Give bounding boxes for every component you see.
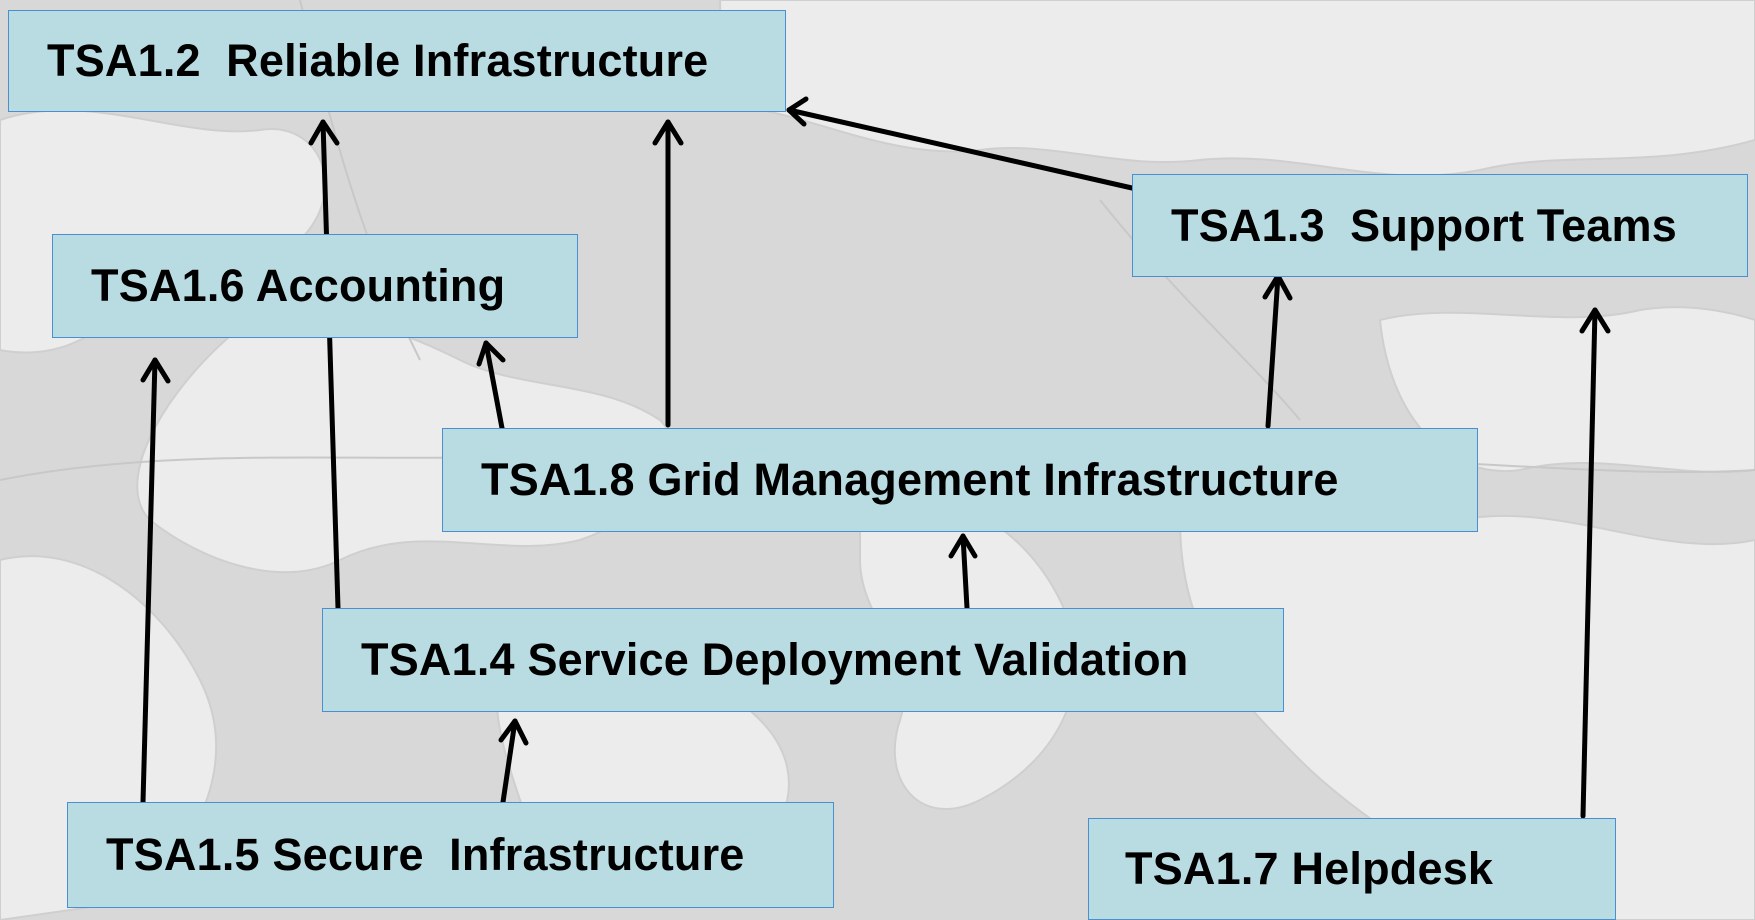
node-tsa15-label: TSA1.5 Secure Infrastructure bbox=[106, 829, 745, 880]
node-tsa16: TSA1.6 Accounting bbox=[52, 234, 578, 338]
node-tsa12: TSA1.2 Reliable Infrastructure bbox=[8, 10, 786, 112]
node-tsa16-label: TSA1.6 Accounting bbox=[91, 260, 506, 311]
node-tsa17: TSA1.7 Helpdesk bbox=[1088, 818, 1616, 920]
node-tsa15: TSA1.5 Secure Infrastructure bbox=[67, 802, 834, 908]
node-tsa13-label: TSA1.3 Support Teams bbox=[1171, 199, 1677, 251]
node-tsa18-label: TSA1.8 Grid Management Infrastructure bbox=[481, 454, 1339, 505]
node-tsa17-label: TSA1.7 Helpdesk bbox=[1125, 843, 1494, 894]
node-tsa14: TSA1.4 Service Deployment Validation bbox=[322, 608, 1284, 712]
node-tsa14-label: TSA1.4 Service Deployment Validation bbox=[361, 634, 1189, 685]
node-tsa13: TSA1.3 Support Teams bbox=[1132, 174, 1748, 277]
node-tsa12-label: TSA1.2 Reliable Infrastructure bbox=[47, 35, 709, 86]
node-tsa18: TSA1.8 Grid Management Infrastructure bbox=[442, 428, 1478, 532]
